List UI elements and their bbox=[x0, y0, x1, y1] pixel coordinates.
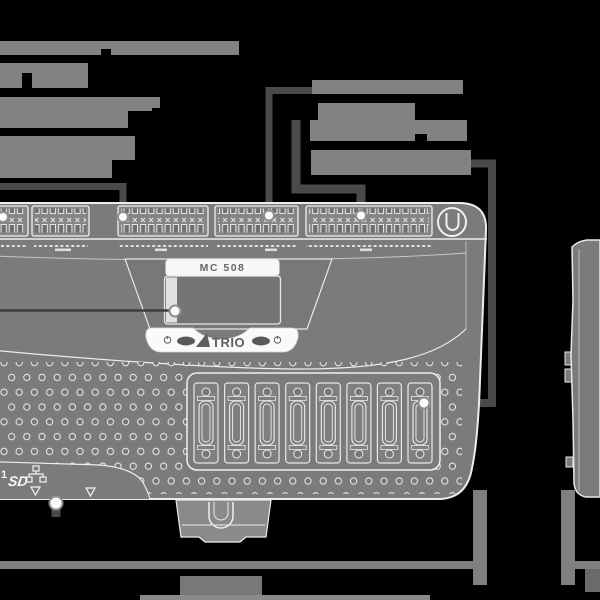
dimension-line-horizontal bbox=[575, 561, 600, 569]
label-notch bbox=[22, 73, 32, 88]
front-view: MC 508 TRIO 1 bbox=[0, 202, 488, 543]
connector-panel bbox=[186, 372, 441, 471]
redacted-label bbox=[0, 41, 239, 55]
brand-logo: TRIO bbox=[212, 335, 245, 350]
callout-dot bbox=[355, 209, 367, 222]
power-icon bbox=[273, 335, 282, 344]
label-notch bbox=[415, 134, 427, 141]
redacted-label bbox=[140, 595, 430, 600]
callout-dot bbox=[0, 211, 9, 223]
side-tab bbox=[565, 456, 574, 468]
callout-line bbox=[291, 120, 366, 211]
dsub-connector bbox=[224, 382, 250, 464]
port-number-label: 1 bbox=[1, 469, 7, 481]
callout-dot bbox=[117, 211, 129, 223]
redacted-label bbox=[0, 136, 135, 160]
dsub-connector bbox=[407, 382, 433, 464]
power-icon bbox=[163, 335, 172, 344]
down-arrow-icon bbox=[84, 487, 97, 498]
dimension-tick bbox=[561, 490, 575, 585]
dsub-connector bbox=[376, 382, 402, 464]
callout-dot bbox=[48, 495, 64, 511]
din-clip-slot-inner bbox=[213, 502, 229, 521]
dsub-connector bbox=[285, 382, 311, 464]
terminal-slots bbox=[309, 208, 429, 233]
down-arrow-icon bbox=[29, 486, 42, 497]
side-body bbox=[570, 239, 600, 498]
redacted-label bbox=[0, 63, 88, 88]
callout-dot bbox=[417, 396, 431, 410]
status-led bbox=[177, 336, 195, 346]
pin-label-marks bbox=[0, 243, 432, 252]
redacted-label bbox=[0, 97, 160, 108]
status-display bbox=[163, 275, 282, 325]
din-clip-body bbox=[175, 499, 272, 543]
dsub-connector bbox=[315, 382, 341, 464]
redacted-label bbox=[311, 150, 471, 175]
callout-line bbox=[265, 87, 312, 212]
mounting-hole-icon bbox=[437, 207, 467, 237]
redacted-label bbox=[0, 160, 112, 178]
redacted-label-group-top-right bbox=[310, 80, 471, 175]
din-clip-slot bbox=[208, 502, 234, 529]
dsub-connector bbox=[346, 382, 372, 464]
redacted-label bbox=[0, 111, 128, 128]
terminal-strips bbox=[0, 205, 433, 237]
redacted-label bbox=[310, 120, 467, 141]
dimension-line-horizontal bbox=[0, 561, 473, 569]
callout-dot bbox=[168, 304, 182, 318]
brand-strip: TRIO bbox=[145, 327, 299, 353]
callout-dots bbox=[0, 209, 431, 511]
terminal-slots bbox=[121, 208, 205, 233]
model-label: MC 508 bbox=[200, 262, 246, 274]
redacted-label-group-top-left bbox=[0, 41, 239, 178]
dsub-connector bbox=[193, 382, 219, 464]
dimension-lines bbox=[0, 490, 600, 600]
din-clip bbox=[175, 499, 272, 543]
redacted-label bbox=[0, 108, 152, 111]
dimension-tick bbox=[473, 490, 487, 585]
ethernet-icon bbox=[25, 465, 47, 483]
terminal-slots bbox=[35, 208, 86, 233]
redacted-label bbox=[312, 80, 463, 94]
side-view bbox=[564, 239, 600, 498]
label-strip-edge bbox=[0, 461, 151, 500]
label-notch bbox=[101, 49, 111, 55]
display-highlight bbox=[166, 277, 177, 323]
sd-card-icon: SD bbox=[7, 473, 29, 489]
model-plate bbox=[165, 259, 280, 276]
callout-dot bbox=[263, 209, 275, 222]
terminal-slots bbox=[218, 208, 295, 233]
redacted-label bbox=[318, 103, 415, 120]
brand-strip-plate bbox=[145, 327, 299, 353]
dsub-connector bbox=[254, 382, 280, 464]
bottom-left-labels: 1 SD bbox=[0, 461, 151, 500]
brand-triangle-icon bbox=[196, 333, 210, 347]
status-led bbox=[252, 336, 270, 346]
dimension-stub bbox=[585, 569, 600, 592]
